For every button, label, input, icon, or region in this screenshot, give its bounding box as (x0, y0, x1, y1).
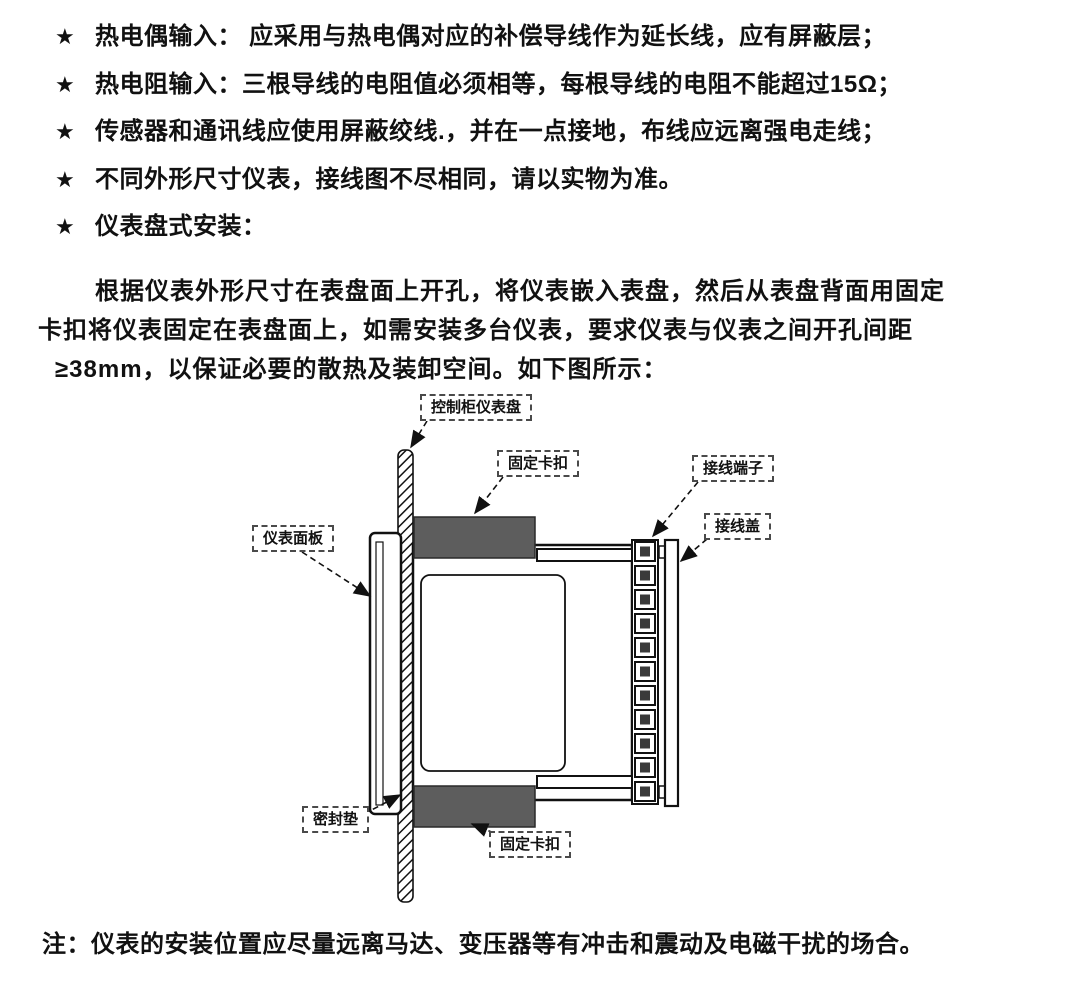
label-seal-gasket: 密封垫 (302, 806, 370, 833)
installation-diagram: 控制柜仪表盘 固定卡扣 接线端子 接线盖 仪表面板 密封垫 固定卡扣 (0, 390, 1080, 915)
bullet-item: ★ 热电阻输入：三根导线的电阻值必须相等，每根导线的电阻不能超过15Ω； (55, 68, 902, 116)
star-icon: ★ (55, 119, 75, 144)
bullet-item: ★ 热电偶输入： 应采用与热电偶对应的补偿导线作为延长线，应有屏蔽层； (55, 20, 902, 68)
label-control-cabinet-panel: 控制柜仪表盘 (420, 394, 533, 421)
note-text: 注：仪表的安装位置应尽量远离马达、变压器等有冲击和震动及电磁干扰的场合。 (42, 931, 924, 958)
star-icon: ★ (55, 24, 75, 49)
paragraph-line: 卡扣将仪表固定在表盘面上，如需安装多台仪表，要求仪表与仪表之间开孔间距 (38, 317, 913, 344)
bullet-text: 热电偶输入： 应采用与热电偶对应的补偿导线作为延长线，应有屏蔽层； (95, 23, 887, 50)
leader-line-clip-top (474, 476, 504, 515)
bullet-item: ★ 仪表盘式安装： (55, 210, 902, 258)
bullet-text: 热电阻输入：三根导线的电阻值必须相等，每根导线的电阻不能超过15Ω； (95, 70, 902, 98)
fixing-clip-top (413, 516, 536, 559)
paragraph-line: 根据仪表外形尺寸在表盘面上开孔，将仪表嵌入表盘，然后从表盘背面用固定 (95, 278, 945, 305)
mounting-rail-bottom (536, 775, 633, 789)
leader-line-cover (679, 538, 708, 563)
star-icon: ★ (55, 166, 75, 192)
leader-line-gasket (363, 794, 402, 815)
inner-chassis (420, 574, 566, 772)
mounting-rail-top (536, 548, 633, 562)
label-wiring-cover: 接线盖 (704, 513, 772, 540)
label-fixing-clip-top: 固定卡扣 (497, 450, 580, 477)
bezel-face-line (375, 541, 384, 806)
diagram-drawing (301, 420, 708, 903)
leader-line-panel (410, 420, 428, 449)
label-instrument-panel: 仪表面板 (252, 525, 335, 552)
install-paragraph: 根据仪表外形尺寸在表盘面上开孔，将仪表嵌入表盘，然后从表盘背面用固定 卡扣将仪表… (38, 272, 945, 389)
bullet-text: 仪表盘式安装： (95, 213, 267, 240)
label-wiring-terminal: 接线端子 (692, 455, 775, 482)
label-fixing-clip-bottom: 固定卡扣 (489, 831, 572, 858)
bullet-item: ★ 传感器和通讯线应使用屏蔽绞线.，并在一点接地，布线应远离强电走线； (55, 115, 902, 163)
bullet-list: ★ 热电偶输入： 应采用与热电偶对应的补偿导线作为延长线，应有屏蔽层； ★ 热电… (55, 20, 902, 258)
terminal-strip (631, 539, 659, 805)
leader-line-terminal (651, 481, 699, 538)
terminal-cover (663, 538, 680, 808)
star-icon: ★ (55, 214, 75, 239)
fixing-clip-bottom (413, 785, 536, 828)
paragraph-line: ≥38mm，以保证必要的散热及装卸空间。如下图所示： (55, 356, 668, 383)
bullet-text: 传感器和通讯线应使用屏蔽绞线.，并在一点接地，布线应远离强电走线； (95, 118, 887, 145)
bullet-item: ★ 不同外形尺寸仪表，接线图不尽相同，请以实物为准。 (55, 163, 902, 211)
bullet-text: 不同外形尺寸仪表，接线图不尽相同，请以实物为准。 (95, 165, 683, 193)
leader-line-front-panel (301, 551, 372, 597)
instrument-front-bezel (368, 531, 403, 816)
star-icon: ★ (55, 71, 75, 97)
